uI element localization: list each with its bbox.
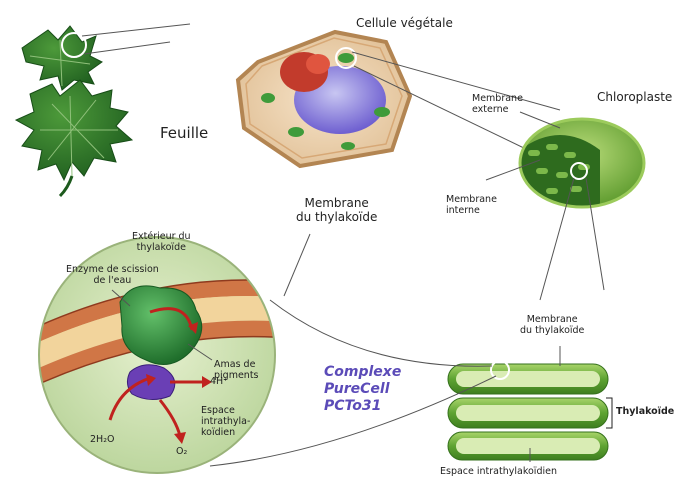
- label-cellule: Cellule végétale: [356, 16, 453, 30]
- label-exterieur-thylakoide: Extérieur du thylakoïde: [132, 231, 191, 253]
- label-chloroplaste: Chloroplaste: [597, 90, 672, 104]
- plant-cell: [238, 32, 410, 166]
- label-membrane-interne: Membrane interne: [446, 194, 497, 216]
- label-oxygen: O₂: [176, 446, 187, 457]
- label-espace-inset: Espace intrathyla- koïdien: [201, 405, 250, 438]
- chloroplast: [520, 119, 644, 210]
- label-membrane-thylakoide-stack: Membrane du thylakoïde: [520, 314, 584, 336]
- label-ion-h: 4H⁺: [210, 376, 228, 387]
- thylakoid-stack: [448, 361, 608, 460]
- label-membrane-thylakoide-main: Membrane du thylakoïde: [296, 196, 377, 224]
- label-espace-stack: Espace intrathylakoïdien: [440, 466, 557, 477]
- leaf-to-cell-lines: [82, 24, 190, 54]
- leaf-stem: [60, 176, 72, 196]
- label-feuille: Feuille: [160, 124, 208, 142]
- product-name: Complexe PureCell PCTo31: [324, 364, 401, 415]
- label-thylakoide: Thylakoïde: [616, 406, 674, 417]
- leader-membrane-externe: [520, 112, 560, 128]
- label-enzyme: Enzyme de scission de l'eau: [66, 264, 159, 286]
- label-membrane-externe: Membrane externe: [472, 93, 523, 115]
- label-water: 2H₂O: [90, 434, 114, 445]
- leader-membrane-main: [284, 234, 310, 296]
